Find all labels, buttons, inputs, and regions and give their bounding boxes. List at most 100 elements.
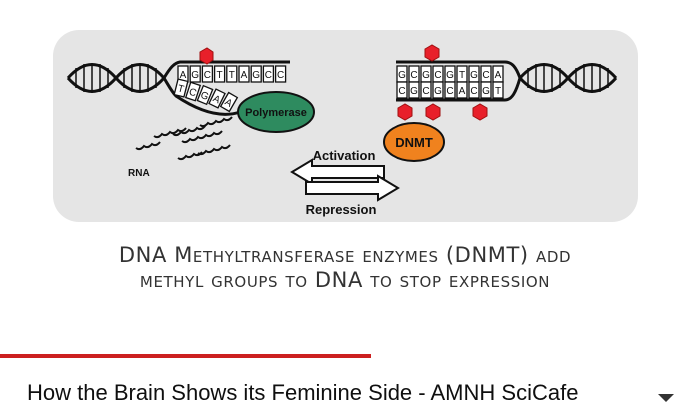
base-box bbox=[213, 65, 226, 83]
base-letter: A bbox=[495, 70, 502, 81]
base-box bbox=[196, 84, 214, 106]
base-box bbox=[420, 81, 432, 99]
base-pair-box: C bbox=[480, 65, 492, 83]
base-pair-box: G bbox=[432, 81, 444, 99]
base-box bbox=[396, 81, 408, 99]
base-letter: G bbox=[252, 70, 260, 81]
base-letter: G bbox=[482, 86, 490, 97]
base-pair-box: G bbox=[444, 65, 456, 83]
base-box bbox=[250, 65, 262, 83]
dnmt-label: DNMT bbox=[395, 135, 433, 150]
base-pair-box: G bbox=[420, 65, 432, 83]
base-letter: A bbox=[211, 93, 222, 106]
dnmt-enzyme bbox=[383, 122, 445, 162]
base-letter: C bbox=[204, 70, 211, 81]
base-letter: T bbox=[217, 70, 223, 81]
base-pair-box: C bbox=[444, 81, 456, 99]
base-pair-box: C bbox=[432, 65, 444, 83]
base-letter: C bbox=[410, 70, 417, 81]
right-dna-helix bbox=[518, 63, 618, 93]
polymerase-enzyme bbox=[237, 91, 315, 133]
base-letter: A bbox=[223, 97, 235, 110]
base-pair-box: A bbox=[219, 91, 239, 113]
base-box bbox=[432, 81, 444, 99]
base-box bbox=[189, 65, 201, 83]
base-box bbox=[173, 78, 189, 98]
base-pair-box: G bbox=[196, 84, 214, 106]
base-box bbox=[492, 81, 504, 99]
base-letter: C bbox=[398, 86, 405, 97]
base-letter: T bbox=[176, 83, 185, 95]
base-letter: A bbox=[180, 70, 187, 81]
base-box bbox=[208, 88, 226, 109]
chevron-down-icon bbox=[658, 394, 674, 402]
base-letter: C bbox=[446, 86, 453, 97]
base-letter: T bbox=[459, 70, 465, 81]
base-letter: C bbox=[422, 86, 429, 97]
base-box bbox=[468, 81, 480, 99]
base-pair-box: T bbox=[492, 81, 504, 99]
base-pair-box: T bbox=[226, 65, 238, 83]
right-helix-rungs bbox=[527, 63, 609, 93]
base-letter: G bbox=[398, 70, 406, 81]
repression-label: Repression bbox=[306, 202, 377, 217]
base-box bbox=[238, 65, 250, 83]
base-box bbox=[444, 81, 456, 99]
progress-bar[interactable] bbox=[0, 354, 690, 358]
base-letter: C bbox=[482, 70, 489, 81]
base-letter: G bbox=[191, 70, 199, 81]
expand-description-button[interactable] bbox=[656, 390, 676, 406]
base-pair-box: C bbox=[420, 81, 432, 99]
base-letter: T bbox=[229, 70, 235, 81]
base-box bbox=[184, 81, 202, 102]
base-pair-box: C bbox=[396, 81, 408, 99]
base-pair-box: C bbox=[468, 81, 480, 99]
base-box bbox=[408, 81, 420, 99]
base-pair-box: A bbox=[456, 81, 468, 99]
base-pair-box: C bbox=[408, 65, 420, 83]
methyl-groups-right bbox=[397, 44, 488, 121]
base-box bbox=[201, 65, 214, 83]
base-box bbox=[262, 65, 275, 83]
base-letter: G bbox=[422, 70, 430, 81]
base-letter: C bbox=[470, 86, 477, 97]
base-pair-box: G bbox=[250, 65, 262, 83]
base-box bbox=[480, 81, 492, 99]
methyl-group-left bbox=[199, 47, 214, 65]
slide-caption-line-1: DNA Methyltransferase enzymes (DNMT) add bbox=[118, 243, 572, 267]
right-dna-strands bbox=[396, 60, 522, 102]
base-pair-box: G bbox=[396, 65, 408, 83]
slide-caption-line-2: methyl groups to DNA to stop expression bbox=[139, 268, 551, 292]
base-pair-box: C bbox=[262, 65, 275, 83]
rna-label: RNA bbox=[128, 168, 150, 179]
base-letter: C bbox=[277, 70, 284, 81]
base-letter: G bbox=[470, 70, 478, 81]
repression-arrow bbox=[305, 174, 400, 202]
progress-bar-fill bbox=[0, 354, 371, 358]
base-pair-box: C bbox=[184, 81, 202, 102]
base-letter: A bbox=[241, 70, 248, 81]
video-title[interactable]: How the Brain Shows its Feminine Side - … bbox=[27, 380, 579, 405]
base-box bbox=[226, 65, 238, 83]
base-pair-box: A bbox=[492, 65, 504, 83]
base-pair-box: C bbox=[274, 65, 287, 83]
base-pair-box: G bbox=[408, 81, 420, 99]
activation-label: Activation bbox=[313, 148, 376, 163]
base-box bbox=[219, 91, 239, 113]
activation-arrow bbox=[290, 158, 385, 186]
left-open-strands bbox=[162, 60, 290, 116]
base-pair-box: T bbox=[456, 65, 468, 83]
base-pair-box: G bbox=[480, 81, 492, 99]
base-pair-box: T bbox=[173, 78, 189, 98]
base-pair-box: G bbox=[468, 65, 480, 83]
base-letter: T bbox=[495, 86, 501, 97]
base-letter: G bbox=[199, 90, 211, 103]
left-helix-rungs bbox=[75, 63, 157, 93]
base-letter: C bbox=[187, 87, 197, 100]
